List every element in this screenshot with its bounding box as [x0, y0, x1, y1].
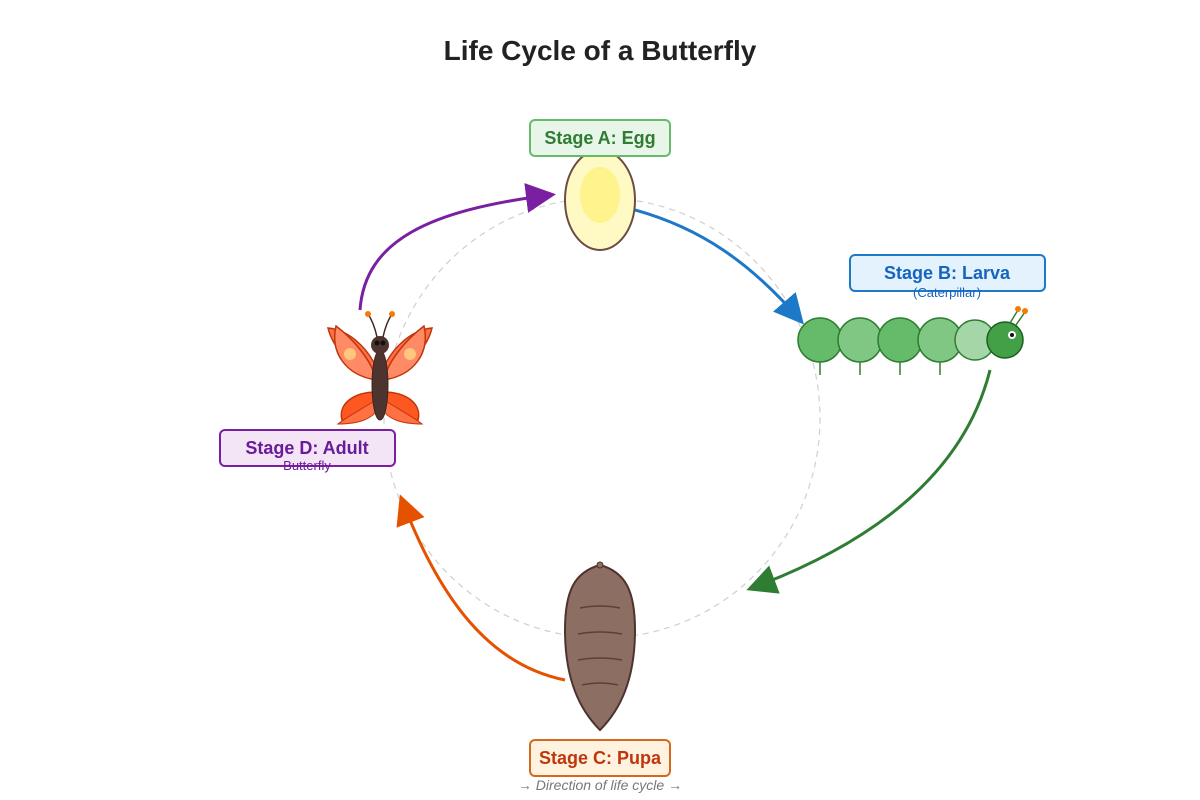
larva-stage-label: Stage B: Larva (Caterpillar) [849, 254, 1046, 300]
arrow-egg-to-larva [634, 208, 804, 325]
adult-stage-label: Stage D: Adult Butterfly [219, 429, 396, 473]
egg-stage-label: Stage A: Egg [529, 119, 671, 157]
egg-illustration [564, 149, 636, 251]
pupa-label-text: Stage C: Pupa [539, 748, 662, 768]
pupa-illustration [563, 561, 637, 732]
butterfly-illustration [327, 311, 433, 425]
adult-label-text: Stage D: Adult [245, 438, 368, 458]
larva-sublabel-text: (Caterpillar) [913, 285, 981, 300]
diagram-title: Life Cycle of a Butterfly [444, 35, 757, 66]
adult-sublabel-text: Butterfly [283, 458, 331, 473]
arrow-adult-to-egg [358, 183, 556, 311]
direction-note: → Direction of life cycle → [518, 777, 682, 793]
arrow-larva-to-pupa [746, 369, 992, 594]
caterpillar-illustration [797, 306, 1028, 375]
larva-label-text: Stage B: Larva [884, 263, 1011, 283]
arrow-pupa-to-adult [396, 494, 566, 682]
pupa-stage-label: Stage C: Pupa [529, 739, 671, 777]
egg-label-text: Stage A: Egg [544, 128, 655, 148]
